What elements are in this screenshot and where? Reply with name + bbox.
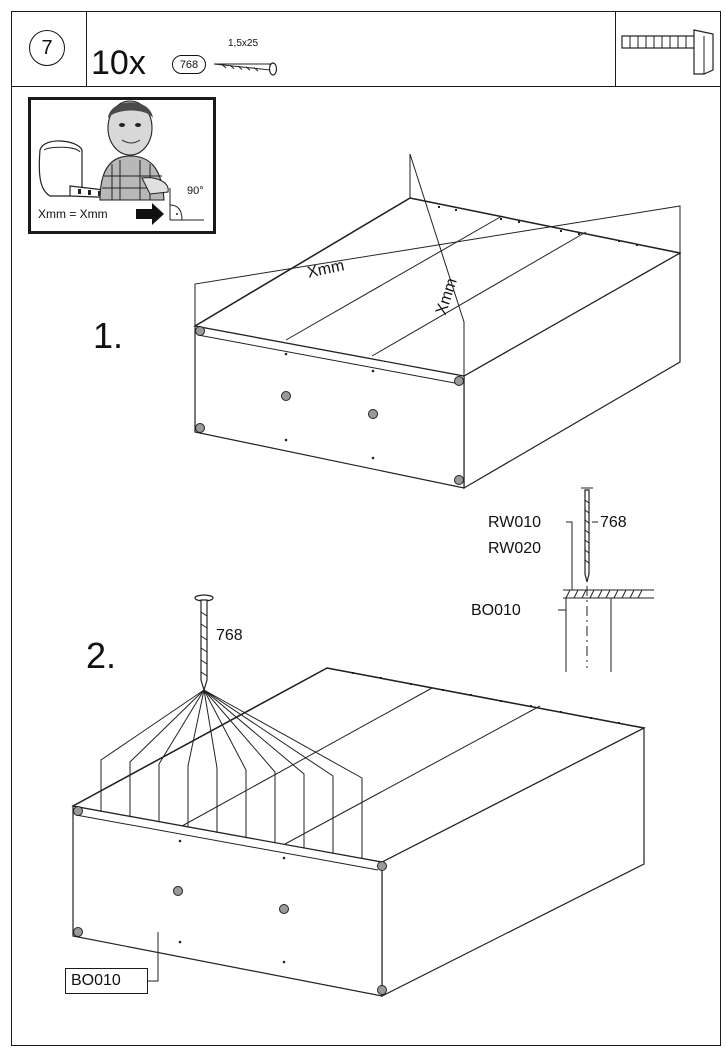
bo010-panel-label: BO010 (71, 972, 121, 989)
step2-nail-code: 768 (216, 627, 243, 644)
nail-leader-line (203, 689, 218, 833)
nail-leader-line (158, 689, 205, 823)
rw020-label: RW020 (488, 540, 542, 557)
step-number-cell (11, 11, 87, 87)
nail-leader-line (129, 689, 205, 818)
bo010-detail-label: BO010 (471, 602, 521, 619)
quantity-label: 10x (91, 44, 146, 82)
angle-text: 90° (187, 185, 204, 197)
detail-nail-code: 768 (600, 514, 627, 531)
bo010-panel-label-box (65, 968, 148, 994)
part-code-badge: 768 (172, 55, 206, 74)
nail-leader-line (203, 689, 334, 854)
nail-leader-line (203, 689, 276, 844)
nail-leader-line (203, 689, 363, 859)
step-number-badge: 7 (29, 30, 65, 66)
step-number: 7 (41, 37, 53, 59)
equation-text: Xmm = Xmm (38, 207, 108, 221)
tool-cell (615, 11, 721, 87)
nail-leader-line (187, 689, 205, 828)
header-bar (11, 11, 721, 87)
nail-size-label: 1,5x25 (228, 38, 259, 49)
step1-label: 1. (93, 315, 124, 356)
part-code: 768 (179, 58, 199, 71)
hint-box (28, 97, 216, 234)
nail-leader-line (100, 689, 205, 812)
nail-leader-line (203, 689, 305, 849)
nail-leader-line (203, 689, 247, 838)
rw010-label: RW010 (488, 514, 542, 531)
step2-label: 2. (86, 635, 117, 676)
